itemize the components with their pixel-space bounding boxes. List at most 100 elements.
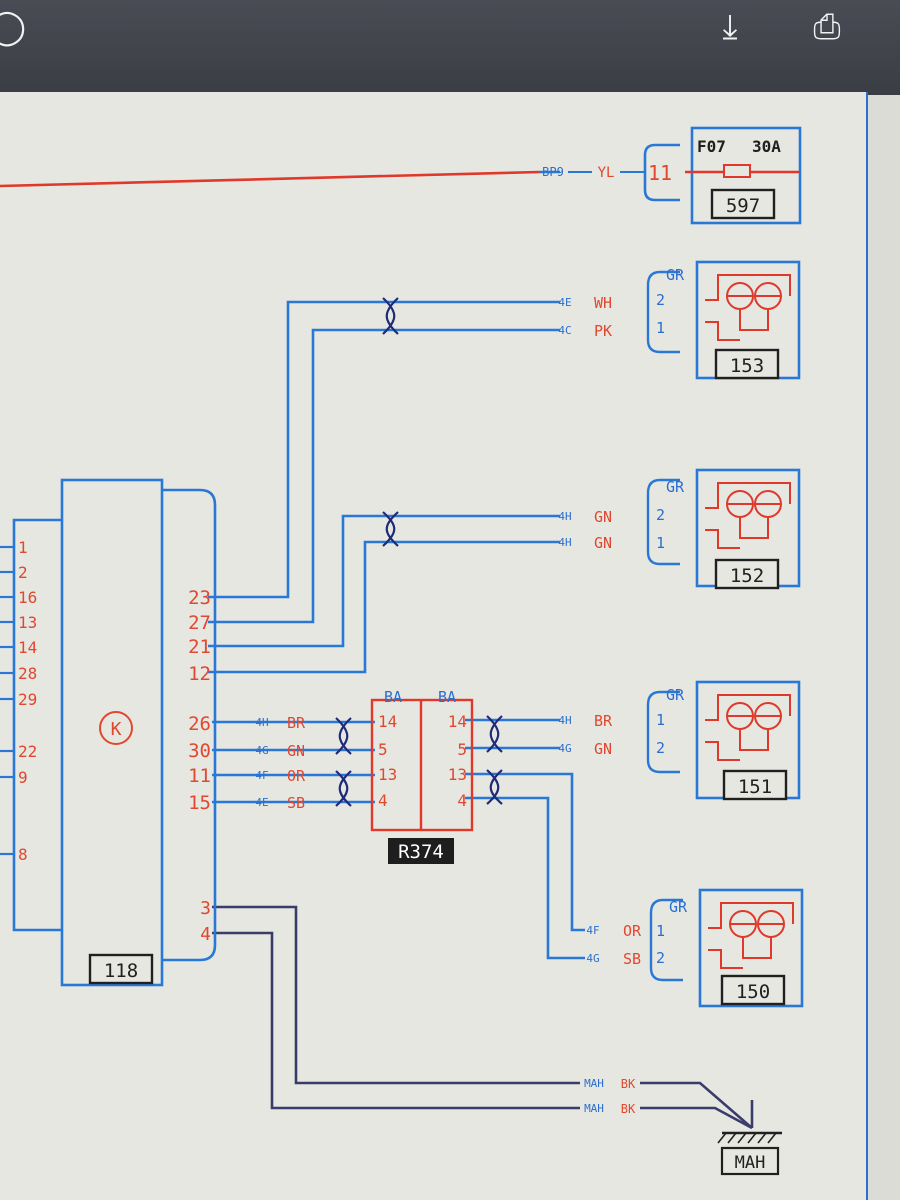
wire-ground-1 (212, 905, 580, 1085)
junction-pin-label: 4 (378, 791, 388, 810)
wire-code: 4H (558, 536, 571, 549)
wire-color: SB (623, 950, 641, 968)
wire-code: MAH (584, 1102, 604, 1115)
sensor-id-box (714, 558, 780, 590)
wire-code: 4G (255, 744, 268, 757)
circle-icon[interactable]: ◯ (0, 7, 27, 47)
coil-icon (708, 902, 794, 969)
wire-ground-1-end (640, 1081, 753, 1129)
sensor-connector-label: GR (666, 478, 685, 496)
left-pin-label: 28 (18, 664, 37, 683)
wire-code: MAH (584, 1077, 604, 1090)
sensor-connector-label: GR (669, 898, 688, 916)
twist-icon (382, 297, 399, 335)
wire-code: 4F (586, 924, 599, 937)
sensor-151 (646, 680, 801, 801)
sensor-box (698, 888, 804, 1008)
viewer-toolbar: ◯ ⤓ ⎙ (0, 0, 900, 95)
sensor-connector (649, 898, 683, 982)
fuse-box (690, 126, 802, 225)
junction-pin-label: 5 (457, 740, 467, 759)
ecu-pin-label: 21 (188, 636, 211, 658)
junction-id: R374 (398, 841, 444, 863)
twist-icon (486, 769, 503, 805)
left-pin-label: 8 (18, 845, 28, 864)
wire-153-1 (208, 328, 560, 624)
wire-ground-2 (212, 931, 580, 1110)
download-icon[interactable]: ⤓ (722, 7, 738, 47)
left-pin-label: 1 (18, 538, 28, 557)
ecu-id-box (88, 953, 154, 985)
wire-code: 4G (586, 952, 599, 965)
fuse-wire-color: YL (598, 165, 615, 181)
wire-color: OR (287, 767, 306, 785)
sensor-connector (646, 270, 680, 354)
wire-code: 4H (558, 510, 571, 523)
sensor-id-box (722, 769, 788, 801)
ecu-118: 118 K (60, 478, 217, 987)
twist-icon (335, 770, 352, 807)
coil-icon (705, 694, 791, 761)
print-icon[interactable]: ⎙ (813, 7, 841, 47)
sensor-pin-label: 2 (656, 291, 665, 309)
junction-pin-label: 13 (448, 765, 467, 784)
twist-markers (335, 297, 503, 807)
wire-code: 4G (558, 742, 571, 755)
junction-r374: R374 BA BA (370, 688, 474, 864)
wire-150-2 (465, 796, 585, 960)
sensor-pin-label: 2 (656, 949, 665, 967)
sensor-pin-label: 1 (656, 922, 665, 940)
power-wire (0, 170, 541, 188)
sensor-connector (646, 478, 680, 566)
wire-color: BK (621, 1102, 636, 1116)
left-pin-label: 16 (18, 588, 37, 607)
fuse-wire-code: BP9 (542, 165, 564, 179)
junction-pin-label: 5 (378, 740, 388, 759)
wire-152-2 (208, 514, 560, 648)
wire-color: GN (594, 534, 612, 552)
coil-icon (705, 482, 791, 549)
left-pin-label: 22 (18, 742, 37, 761)
wire-152-1 (208, 540, 560, 674)
fuse-name: F07 (697, 137, 726, 156)
wire-color: BK (621, 1077, 636, 1091)
coil-icon (705, 274, 791, 341)
sensor-pin-label: 2 (656, 506, 665, 524)
ecu-pin-label: 4 (200, 924, 211, 945)
wire-153-2 (208, 300, 560, 599)
wire-150-1 (465, 772, 585, 932)
left-pin-label: 14 (18, 638, 37, 657)
twist-icon (382, 511, 399, 547)
wire-code: 4E (255, 796, 268, 809)
fuse-rating: 30A (752, 137, 781, 156)
sensor-id: 150 (736, 981, 770, 1003)
wire-ground-2-end (640, 1106, 753, 1130)
wire-color: BR (287, 714, 306, 732)
sensor-connector (646, 690, 680, 774)
sensor-153 (646, 260, 801, 380)
sensor-id: 153 (730, 355, 764, 377)
junction-left-label: BA (384, 688, 402, 706)
left-pin-label: 13 (18, 613, 37, 632)
ground-label-box (720, 1146, 780, 1176)
ecu-connector (162, 488, 217, 962)
ecu-id: 118 (104, 960, 138, 982)
wire-color: GN (594, 740, 612, 758)
junction-pin-label: 14 (378, 712, 397, 731)
ground-mah: MAH (717, 1131, 782, 1176)
ecu-body (60, 478, 164, 987)
sensor-id-box (714, 348, 780, 380)
left-harness (12, 518, 62, 932)
sensor-id-box (720, 974, 786, 1006)
wire-code: 4H (255, 716, 268, 729)
fuse-element (723, 164, 751, 178)
junction-id-box (388, 838, 454, 864)
junction-pin-label: 14 (448, 712, 467, 731)
sensor-152 (646, 468, 801, 590)
fuse-id: 597 (726, 195, 760, 217)
sensor-pin-label: 1 (656, 319, 665, 337)
fuse-597: 597 F07 30A 11 BP9 YL (542, 126, 802, 225)
wire-color: SB (287, 794, 305, 812)
